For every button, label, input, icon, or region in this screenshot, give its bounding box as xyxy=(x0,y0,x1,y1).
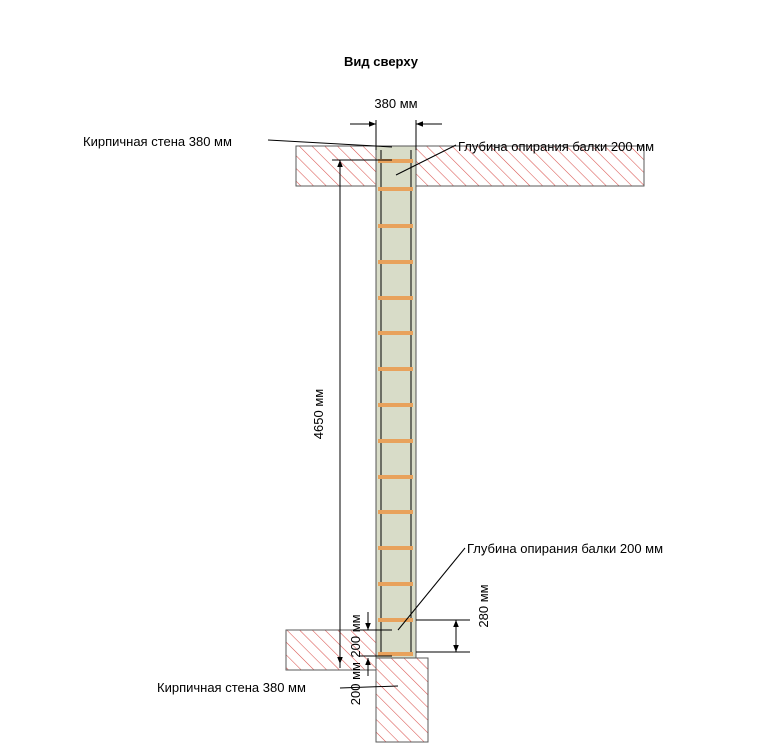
label-support-bottom: Глубина опирания балки 200 мм xyxy=(467,541,663,556)
diagram-title: Вид сверху xyxy=(344,54,419,69)
leader-support-bottom xyxy=(397,547,466,631)
top-brick-wall xyxy=(295,145,645,187)
leader-wall-bottom xyxy=(339,685,399,689)
label-support-top: Глубина опирания балки 200 мм xyxy=(458,139,654,154)
bottom-brick-wall-left xyxy=(285,629,377,671)
joist-group xyxy=(378,159,413,656)
label-width-top: 380 мм xyxy=(374,96,417,111)
label-200-b: 200 мм xyxy=(348,662,363,705)
leader-support-top xyxy=(395,144,457,176)
label-wall-top: Кирпичная стена 380 мм xyxy=(83,134,232,149)
leader-wall-top xyxy=(267,139,393,148)
label-length: 4650 мм xyxy=(311,389,326,439)
bottom-brick-wall-pier xyxy=(375,657,429,743)
label-200-a: 200 мм xyxy=(348,614,363,657)
beam-body xyxy=(375,145,417,659)
label-wall-bottom: Кирпичная стена 380 мм xyxy=(157,680,306,695)
label-280: 280 мм xyxy=(476,584,491,627)
